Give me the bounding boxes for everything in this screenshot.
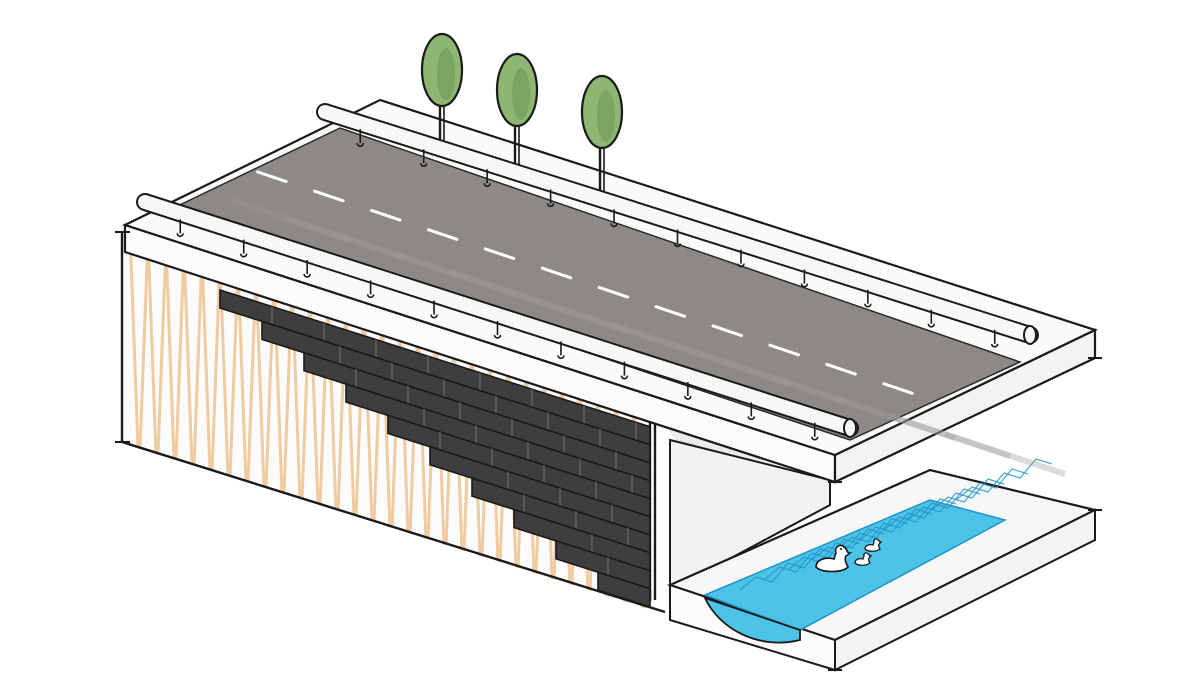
guardrail	[316, 103, 1039, 348]
lane-dash	[426, 228, 459, 241]
rail-post	[176, 219, 185, 238]
guardrails	[136, 103, 1039, 441]
ripple	[787, 528, 885, 571]
lane-dash	[825, 362, 857, 376]
corner-ticks	[115, 231, 1102, 671]
ripple	[763, 538, 861, 581]
ripple	[907, 478, 1005, 521]
rail-post	[419, 149, 428, 167]
rail-post	[620, 361, 629, 380]
texture-stroke	[339, 233, 461, 279]
rail-post	[673, 229, 682, 248]
rail-post	[864, 289, 872, 308]
lane-dash	[483, 247, 516, 261]
rail-post	[927, 309, 936, 328]
rail-post	[303, 259, 311, 278]
ripple	[739, 548, 837, 591]
lane-dash	[313, 189, 345, 203]
ripple	[811, 518, 909, 561]
ripple	[883, 488, 981, 531]
lane-dash	[256, 170, 288, 184]
rail-post	[800, 269, 809, 288]
asphalt-texture	[229, 197, 1066, 477]
rail-tube	[138, 195, 857, 435]
rail-post	[810, 422, 819, 441]
cladding-row	[597, 571, 651, 608]
water-ripples	[739, 458, 1053, 591]
tree-crown-shade	[437, 48, 455, 100]
stone-cladding	[219, 288, 651, 608]
tree-row	[420, 32, 624, 192]
texture-stroke	[944, 431, 1066, 477]
rail-end	[843, 418, 857, 438]
ripple	[835, 508, 933, 551]
duck-icon	[815, 544, 853, 573]
texture-stroke	[449, 269, 571, 315]
tree-crown-shade	[512, 68, 530, 120]
rail-post	[239, 239, 248, 258]
canal	[666, 458, 1099, 672]
tree-icon	[580, 74, 624, 192]
rail-tube	[318, 105, 1037, 342]
rail-post	[557, 341, 565, 360]
rail-end	[1023, 325, 1037, 345]
lane-dash	[711, 324, 743, 338]
lane-markings	[256, 170, 914, 395]
rail-post	[493, 321, 502, 339]
texture-stroke	[394, 251, 516, 297]
rail-post	[366, 280, 375, 299]
lane-dash	[540, 266, 573, 280]
lane-dash	[597, 285, 630, 299]
texture-stroke	[229, 197, 351, 243]
rail-post	[483, 169, 491, 188]
duckling-icon	[864, 538, 883, 552]
texture-stroke	[614, 323, 736, 369]
bridge-deck	[122, 98, 1098, 484]
lane-dash	[882, 382, 914, 395]
lane-dash	[654, 305, 687, 318]
lane-dash	[370, 208, 402, 222]
duck-family	[815, 538, 883, 573]
rail-post	[747, 402, 756, 421]
rail-post	[684, 382, 692, 400]
ripple	[955, 458, 1053, 501]
tree-crown-shade	[597, 90, 615, 142]
texture-stroke	[889, 413, 1011, 459]
texture-stroke	[834, 395, 956, 441]
texture-stroke	[779, 377, 901, 423]
rail-post	[990, 329, 999, 348]
tree-icon	[495, 52, 539, 170]
texture-stroke	[669, 341, 791, 387]
water-channel	[702, 499, 1008, 631]
rail-post	[737, 249, 745, 268]
guardrail	[136, 193, 859, 441]
rail-post	[430, 300, 438, 319]
ripple	[859, 498, 957, 541]
texture-stroke	[559, 305, 681, 351]
texture-stroke	[284, 215, 406, 261]
rail-post	[610, 209, 618, 228]
lane-dash	[768, 343, 800, 357]
texture-stroke	[724, 359, 846, 405]
ripple	[931, 468, 1029, 511]
duckling-icon	[854, 552, 873, 566]
rail-post	[356, 129, 365, 147]
texture-stroke	[504, 287, 626, 333]
rail-post	[546, 189, 555, 208]
